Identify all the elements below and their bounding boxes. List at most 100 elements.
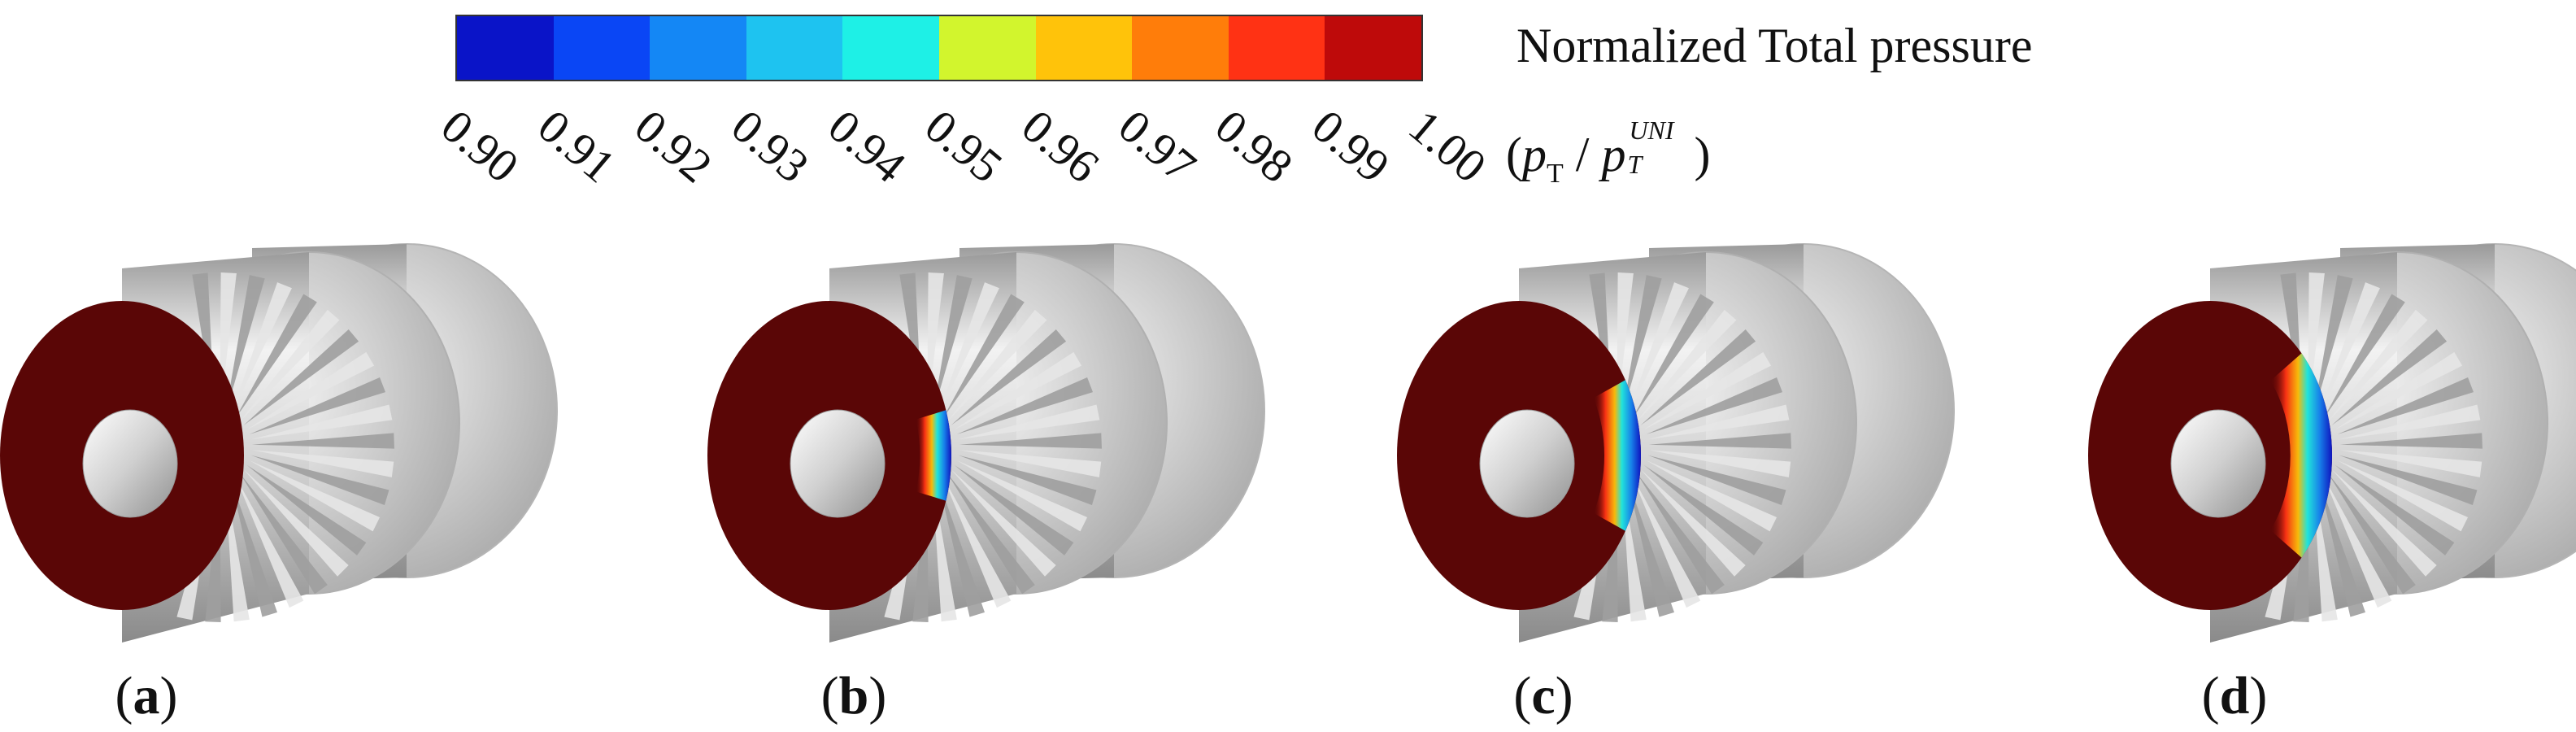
rotor-blade <box>1648 433 1791 449</box>
rotor-blade <box>230 477 278 617</box>
rotor-blade <box>1636 473 1725 595</box>
rotor-blade <box>932 275 973 416</box>
panel-label: (d) <box>2201 666 2268 725</box>
panel-label: (a) <box>115 666 178 725</box>
rotor-blade <box>954 351 1082 430</box>
rotor-blade <box>1636 309 1737 422</box>
colorbar-swatch <box>457 16 554 80</box>
rotor-blade <box>251 433 394 449</box>
rotor-blade <box>224 275 265 416</box>
rotor-blade <box>1632 294 1714 419</box>
rotor-blade <box>2318 477 2366 617</box>
rotor-blade <box>1643 464 1764 556</box>
rotor-blade <box>946 309 1047 422</box>
rotor-blade <box>2337 460 2469 532</box>
colorbar-tick-label: 0.95 <box>915 99 1013 194</box>
rotor-blade <box>2339 450 2482 477</box>
rotor-blade <box>938 282 999 417</box>
rotor-blade <box>2339 455 2478 506</box>
panel-label: (b) <box>820 666 887 725</box>
rotor-blade <box>2327 473 2416 595</box>
rotor-blade <box>235 476 304 608</box>
engine-model <box>1397 243 1955 643</box>
colorbar-swatch <box>1325 16 1421 80</box>
rotor-blade <box>1646 460 1778 532</box>
colorbar-swatch <box>1035 16 1133 80</box>
rotor-blade <box>1647 455 1786 506</box>
colorbar-swatch <box>938 16 1036 80</box>
legend-title: Normalized Total pressure <box>1516 19 2033 72</box>
colorbar-tick-label: 0.93 <box>721 99 820 194</box>
distortion-region <box>916 410 951 501</box>
rotor-blade <box>246 351 375 430</box>
colorbar-tick-label: 0.97 <box>1108 99 1207 194</box>
hub <box>82 409 178 518</box>
rotor-blade <box>946 473 1035 595</box>
rotor-blade <box>958 455 1097 506</box>
rotor-blade <box>959 433 1102 449</box>
engine-model <box>2088 243 2576 643</box>
rotor-blade <box>249 377 385 435</box>
rotor-blade <box>2318 282 2380 417</box>
rotor-blade <box>2339 404 2481 440</box>
rotor-blade <box>251 450 394 477</box>
rotor-blades <box>1573 272 1791 622</box>
rotor-blade <box>2327 309 2428 422</box>
engine-model <box>707 243 1265 643</box>
panel-label: (c) <box>1513 666 1573 725</box>
colorbar-tick-label: 0.99 <box>1302 99 1400 194</box>
rotor-blade <box>1640 468 1746 577</box>
rotor-blade <box>951 329 1067 426</box>
hub <box>2170 409 2266 518</box>
rotor-blade <box>2313 275 2353 416</box>
colorbar-swatch <box>746 16 843 80</box>
colorbar-swatch <box>553 16 651 80</box>
rotor-blade <box>942 476 1012 608</box>
rotor-blade <box>1646 377 1782 435</box>
engine-illustrations <box>0 243 2576 643</box>
rotor-blade <box>235 294 317 419</box>
rotor-blade <box>954 464 1074 556</box>
rotor-blade <box>239 473 328 595</box>
rotor-blade <box>2323 476 2392 608</box>
rotor-blade <box>1627 282 1689 417</box>
colorbar-tick-label: 0.98 <box>1205 99 1303 194</box>
hub <box>1479 409 1575 518</box>
rotor-blade <box>230 282 292 417</box>
colorbar-swatch <box>1132 16 1229 80</box>
colorbar-tick-label: 0.92 <box>624 99 723 194</box>
rotor-blade <box>938 477 986 617</box>
rotor-blade <box>1640 329 1756 426</box>
rotor-blade <box>958 404 1100 440</box>
rotor-blade <box>250 455 389 506</box>
colorbar-tick-label: 1.00 <box>1399 99 1497 194</box>
rotor-blade <box>250 404 393 440</box>
colorbar-tick-label: 0.96 <box>1012 99 1110 194</box>
colorbar <box>455 15 1423 81</box>
engine-model <box>0 243 558 643</box>
rotor-blade <box>956 377 1093 435</box>
rotor-blade <box>942 294 1025 419</box>
colorbar-tick-label: 0.94 <box>818 99 916 194</box>
rotor-blades <box>176 272 394 622</box>
colorbar-tick-label: 0.90 <box>431 99 529 194</box>
rotor-blade <box>239 309 340 422</box>
rotor-blade <box>1647 404 1790 440</box>
rotor-blade <box>243 329 359 426</box>
rotor-blade <box>1632 476 1701 608</box>
rotor-blade <box>959 450 1102 477</box>
rotor-blade <box>1621 275 1662 416</box>
colorbar-swatch <box>650 16 746 80</box>
colorbar-swatch <box>1228 16 1325 80</box>
rotor-blade <box>1627 477 1675 617</box>
distortion-region <box>2270 353 2332 558</box>
colorbar-tick-label: 0.91 <box>528 99 626 194</box>
rotor-blade <box>956 460 1088 532</box>
rotor-blade <box>246 464 367 556</box>
distortion-region <box>1593 380 1641 531</box>
rotor-blade <box>243 468 349 577</box>
rotor-blade <box>2334 351 2463 430</box>
colorbar-swatch <box>842 16 939 80</box>
rotor-blade <box>2331 468 2437 577</box>
